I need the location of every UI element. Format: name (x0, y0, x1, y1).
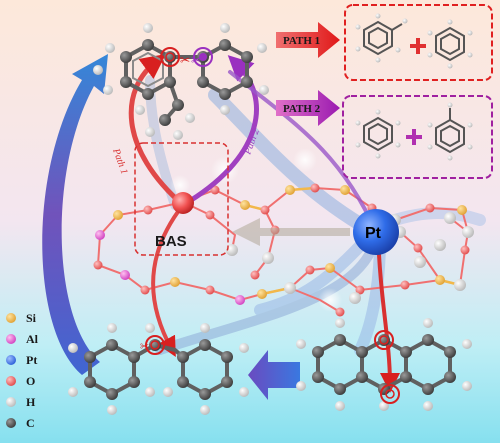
legend-item-o: O (6, 374, 35, 388)
path1-products (344, 4, 493, 81)
svg-text:✂: ✂ (191, 53, 201, 67)
legend-swatch (6, 334, 16, 344)
legend-label: Pt (26, 353, 37, 367)
bottom-left-arrow (248, 350, 300, 400)
path2-label: PATH 2 (283, 103, 321, 115)
framework-al-atoms (95, 230, 245, 305)
legend-label: O (26, 374, 35, 388)
bottom-left-molecule: ✂ (68, 323, 249, 415)
legend-swatch (6, 313, 16, 323)
framework-o-atoms (93, 183, 470, 317)
legend-swatch (6, 418, 16, 428)
svg-text:✂: ✂ (140, 340, 149, 353)
atom-legend: Si Al Pt O H C (6, 311, 39, 430)
legend-label: C (26, 416, 35, 430)
path2-arrow: PATH 2 (276, 90, 340, 126)
legend-swatch (6, 397, 16, 407)
large-curved-arrow (42, 54, 108, 375)
legend-label: Si (26, 311, 37, 325)
top-molecule: ✂ ✂ (93, 23, 269, 140)
legend-item-h: H (6, 395, 36, 409)
svg-text:✂: ✂ (180, 53, 190, 67)
legend-label: Al (26, 332, 39, 346)
legend-item-c: C (6, 416, 35, 430)
bas-atom (172, 192, 194, 214)
bas-label: BAS (155, 233, 187, 250)
path1-label: PATH 1 (283, 35, 320, 47)
legend-item-si: Si (6, 311, 37, 325)
framework-si-atoms (113, 185, 467, 299)
pt-label: Pt (365, 225, 382, 242)
legend-item-pt: Pt (6, 353, 37, 367)
legend-swatch (6, 355, 16, 365)
pt-to-bas-arrow (232, 218, 350, 246)
glow-spots (170, 148, 342, 312)
bottom-right-molecule (296, 318, 472, 411)
bas-site-box (134, 142, 229, 256)
legend-swatch (6, 376, 16, 386)
pt-atom (353, 209, 399, 255)
path1-arrow: PATH 1 (276, 22, 340, 58)
legend-item-al: Al (6, 332, 39, 346)
legend-label: H (26, 395, 36, 409)
path2-products (342, 95, 493, 179)
